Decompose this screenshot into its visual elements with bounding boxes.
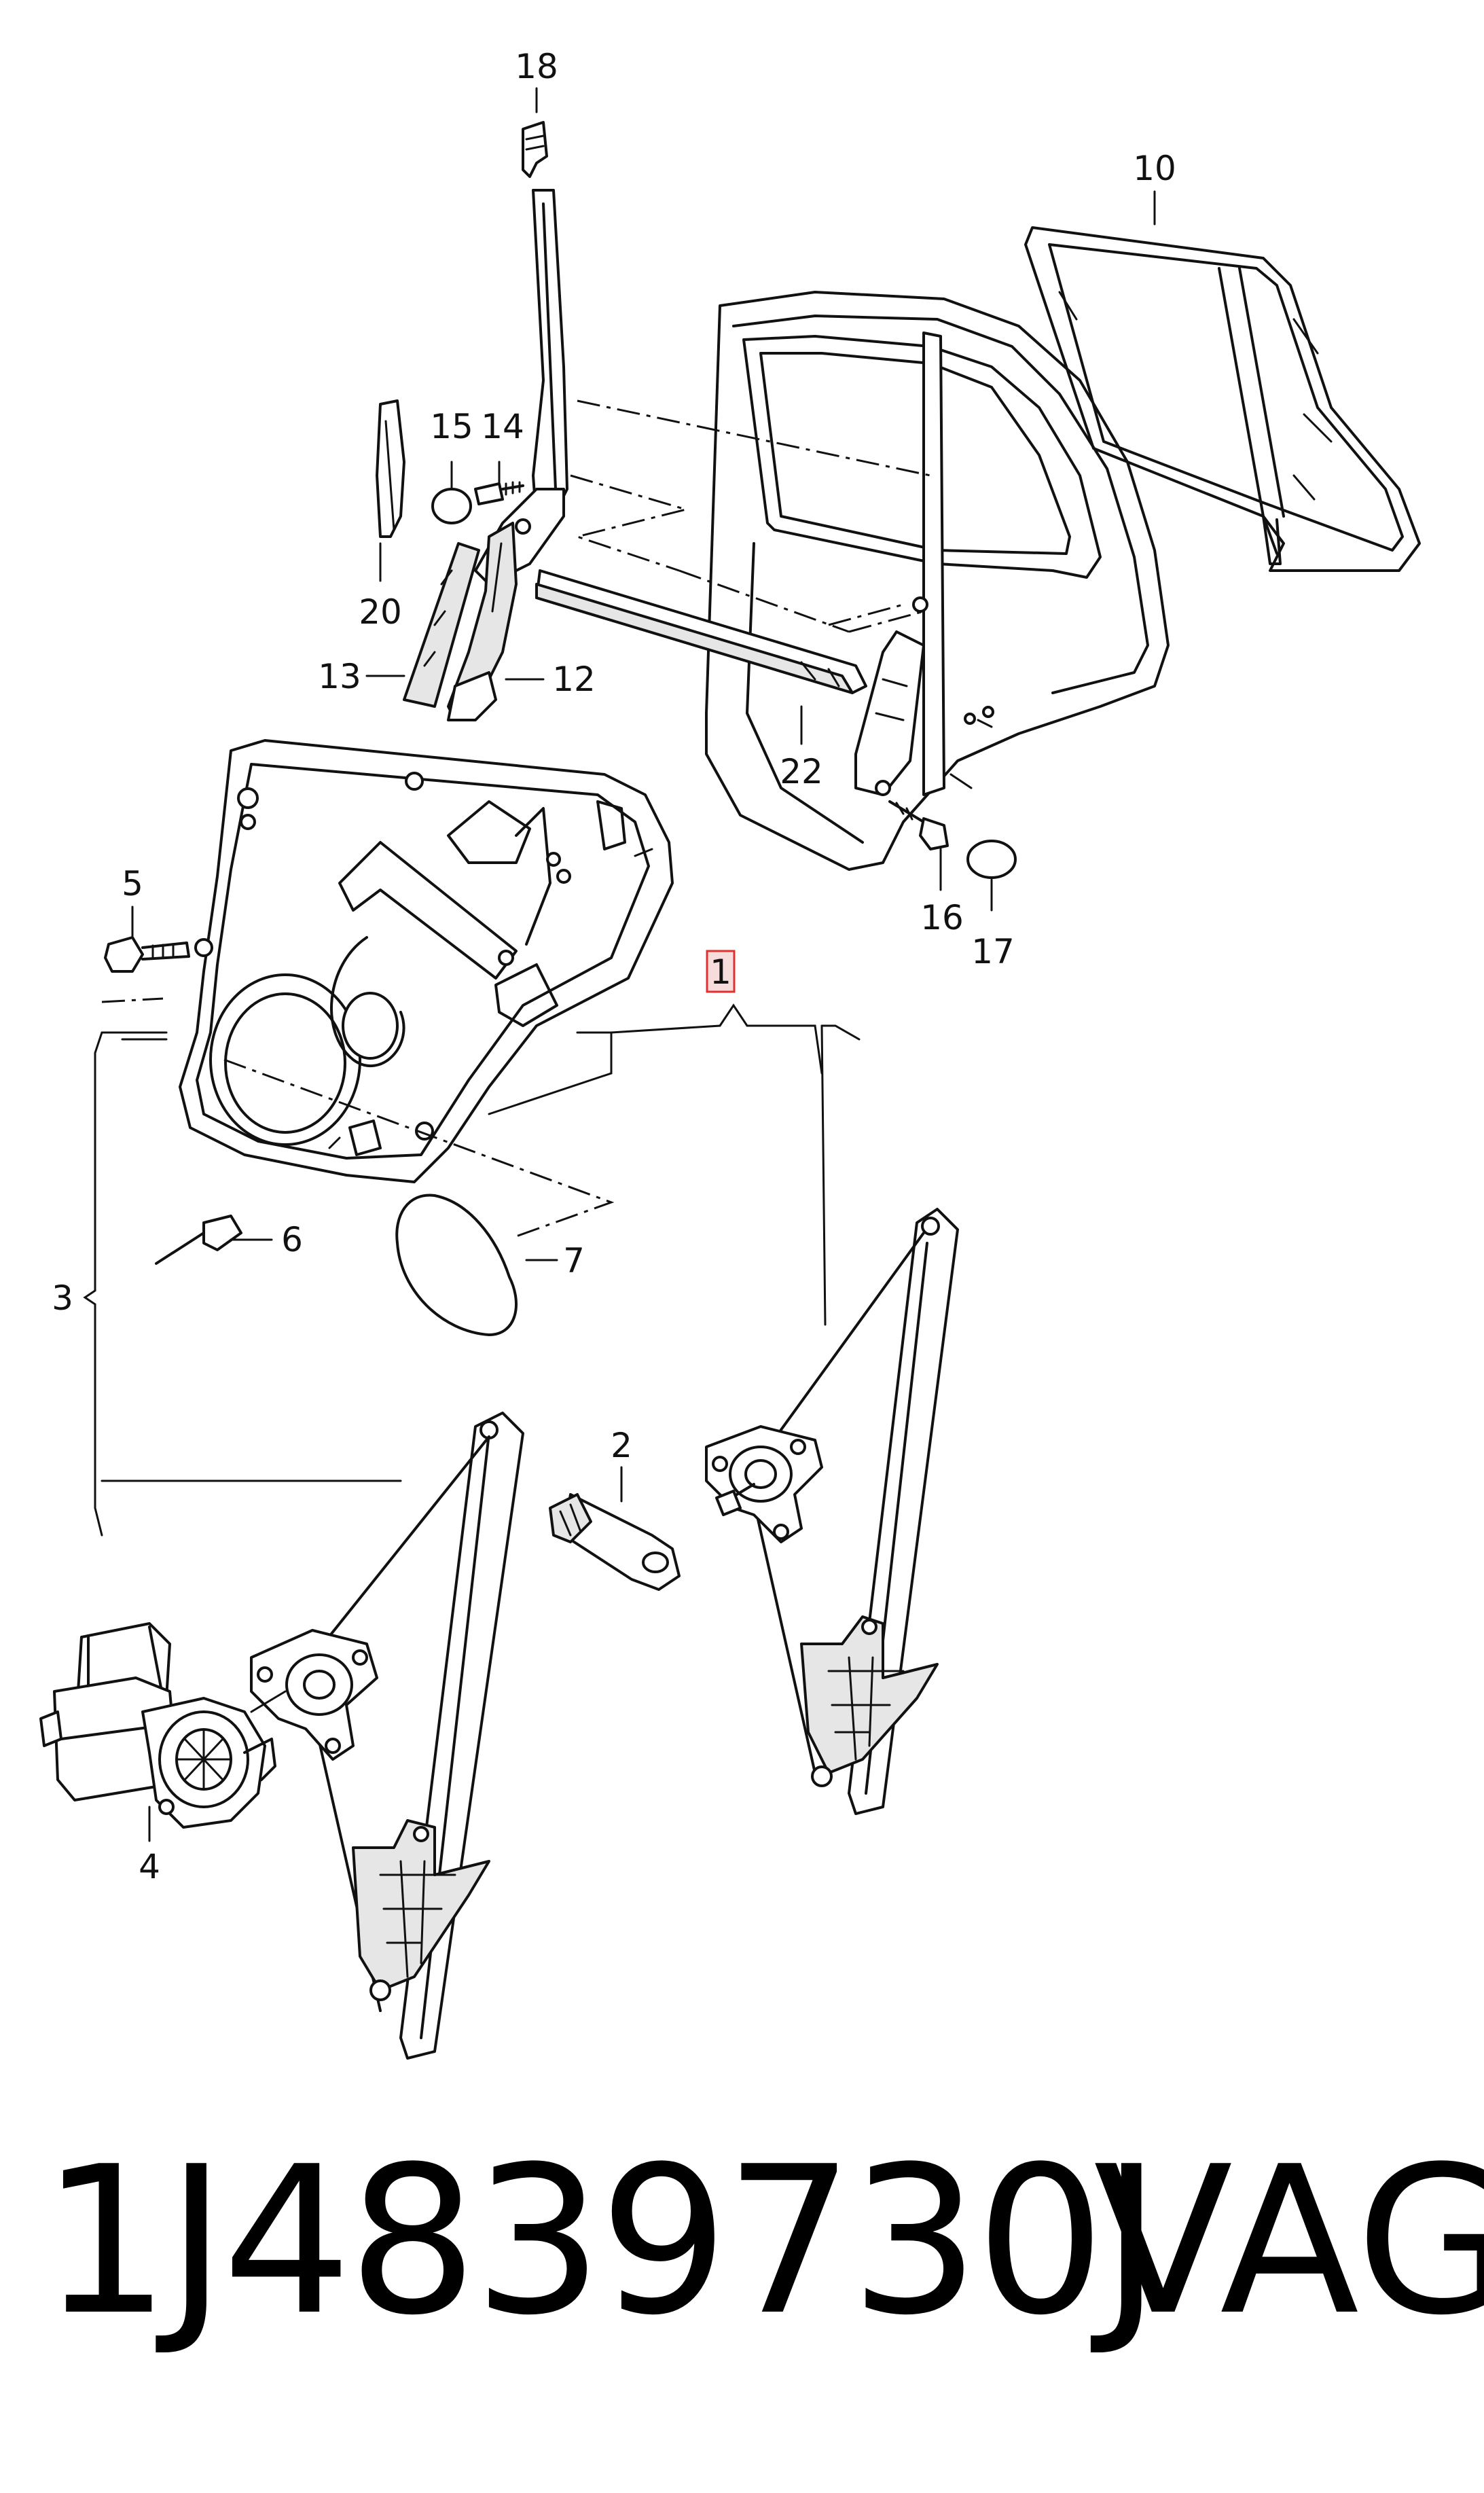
part-number-label: 1J4839730J: [41, 2123, 1161, 2360]
callout-1: 1: [710, 952, 731, 992]
part-10-door-glass: [1024, 226, 1421, 572]
part-14-screw: [474, 481, 524, 505]
callout-7: 7: [563, 1241, 585, 1280]
callout-15: 15: [430, 407, 473, 446]
part-18-window-channel: [474, 121, 568, 586]
part-22-sill-strip: [535, 569, 867, 694]
part-13-seal-strip: [403, 542, 480, 708]
part-4-window-motor: [39, 1622, 276, 1829]
callout-14: 14: [481, 407, 524, 446]
part-5-bolt: [104, 936, 190, 973]
assembly-lines-upper: [570, 399, 931, 633]
callout-4: 4: [139, 1847, 160, 1886]
manual-window-regulator: [705, 1208, 959, 1815]
callout-22: 22: [780, 752, 823, 791]
electric-window-regulator: [250, 1412, 524, 2060]
part-12-guide-piece: [447, 522, 518, 721]
callout-13: 13: [318, 657, 361, 696]
callout-3: 3: [52, 1278, 73, 1318]
part-6-rivet: [155, 1215, 242, 1265]
callout-12: 12: [552, 660, 596, 699]
part-3-door-module-panel: [179, 739, 674, 1183]
callout-1-highlight-box: [706, 950, 736, 993]
part-20-trim-piece: [376, 399, 405, 538]
part-16-screw: [888, 800, 949, 850]
leader-lines: [131, 87, 1156, 1842]
callout-17: 17: [971, 932, 1015, 971]
part-2-crank-handle: [549, 1483, 755, 1591]
part-17-cap: [966, 840, 1017, 879]
door-shell-outline: [705, 291, 1170, 871]
part-15-cap: [431, 488, 472, 524]
part-7-cover-disc: [395, 1194, 518, 1336]
callout-16: 16: [920, 898, 964, 937]
callout-2: 2: [611, 1426, 632, 1465]
assembly-lines-middle: [101, 997, 615, 1238]
group-bracket-lines: [83, 1003, 861, 1537]
callout-labels: 1 2 3 4 5 6 7 10 12 13 14 15 16 17 18 20…: [52, 47, 1176, 1886]
callout-18: 18: [515, 47, 558, 86]
callout-5: 5: [122, 864, 143, 903]
brand-label: VAG: [1093, 2123, 1484, 2360]
callout-10: 10: [1133, 149, 1176, 188]
callout-6: 6: [281, 1220, 303, 1259]
rear-guide-rail: [854, 331, 945, 796]
callout-20: 20: [359, 592, 402, 632]
